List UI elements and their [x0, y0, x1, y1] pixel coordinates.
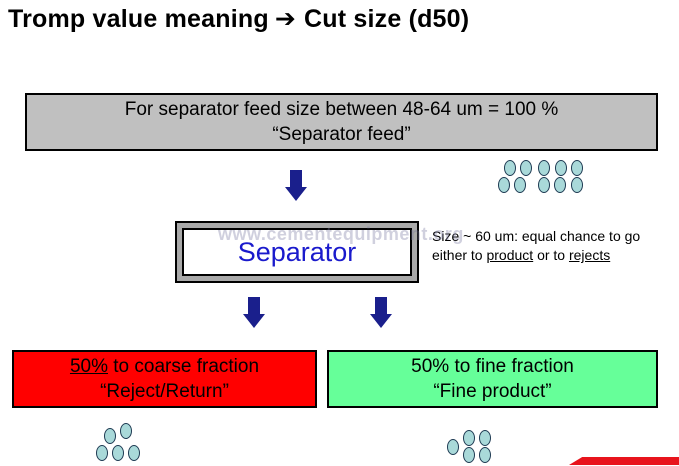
- right-arrow-icon: ➔: [274, 5, 296, 33]
- fine-particles: [447, 430, 497, 466]
- size-note-line1: Size ~ 60 um: equal chance to go: [432, 228, 641, 244]
- separator-box: Separator: [175, 221, 419, 283]
- down-arrow-icon: [243, 297, 265, 328]
- watermark: www.cementequipment.org: [218, 224, 464, 244]
- feed-line1: For separator feed size between 48-64 um…: [124, 99, 559, 120]
- product-link-text: product: [486, 247, 534, 263]
- particle-icon: [447, 439, 459, 455]
- particle-icon: [479, 447, 491, 463]
- particle-icon: [554, 177, 566, 193]
- page-title: Tromp value meaning➔Cut size (d50): [8, 4, 469, 34]
- coarse-line1: 50% to coarse fraction: [70, 354, 259, 379]
- particle-icon: [538, 160, 550, 176]
- fine-line1: 50% to fine fraction: [411, 356, 574, 377]
- coarse-fraction-box: 50% to coarse fraction “Reject/Return”: [12, 350, 317, 408]
- particle-icon: [120, 423, 132, 439]
- feed-line2: “Separator feed”: [272, 124, 411, 145]
- size-note-mid: or to: [533, 247, 569, 263]
- size-note-line2: either to product or to rejects: [432, 246, 640, 265]
- coarse-rest: to coarse fraction: [108, 356, 260, 377]
- particle-icon: [128, 445, 140, 461]
- particle-icon: [463, 430, 475, 446]
- separator-feed-box: For separator feed size between 48-64 um…: [25, 93, 658, 151]
- particle-icon: [504, 160, 516, 176]
- particle-icon: [538, 177, 550, 193]
- title-right: Cut size (d50): [303, 5, 470, 33]
- particle-icon: [555, 160, 567, 176]
- coarse-percent: 50%: [69, 356, 108, 377]
- feed-particles: [498, 158, 588, 194]
- separator-label: Separator: [237, 236, 357, 267]
- size-note: Size ~ 60 um: equal chance to go either …: [432, 227, 640, 265]
- particle-icon: [571, 177, 583, 193]
- particle-icon: [112, 445, 124, 461]
- particle-icon: [479, 430, 491, 446]
- coarse-particles: [96, 423, 146, 463]
- rejects-link-text: rejects: [568, 247, 611, 263]
- particle-icon: [498, 177, 510, 193]
- footer-red-bar: [569, 457, 679, 465]
- particle-icon: [571, 160, 583, 176]
- fine-fraction-box: 50% to fine fraction “Fine product”: [327, 350, 658, 408]
- down-arrow-icon: [285, 170, 307, 201]
- particle-icon: [514, 177, 526, 193]
- title-left: Tromp value meaning: [8, 5, 269, 33]
- particle-icon: [104, 428, 116, 444]
- down-arrow-icon: [370, 297, 392, 328]
- particle-icon: [463, 447, 475, 463]
- coarse-line2: “Reject/Return”: [100, 381, 229, 402]
- fine-line2: “Fine product”: [433, 381, 552, 402]
- particle-icon: [520, 160, 532, 176]
- size-note-pre: either to: [432, 247, 487, 263]
- particle-icon: [96, 445, 108, 461]
